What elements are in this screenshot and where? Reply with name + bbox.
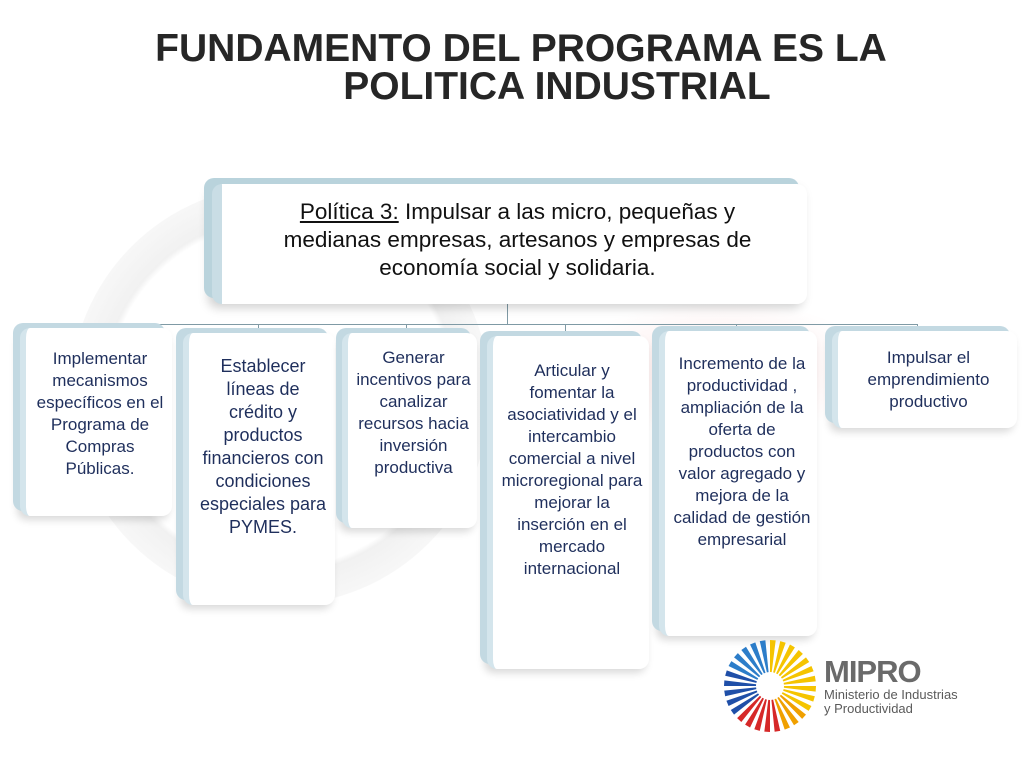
logo-brand: MIPRO [824, 654, 922, 689]
logo-subtitle-1: Ministerio de Industrias [824, 687, 958, 702]
logo-text: MIPRO Ministerio de Industrias y Product… [824, 656, 958, 716]
child-box-lineas-credito: Establecer líneas de crédito y productos… [183, 333, 335, 605]
logo-ray [741, 646, 763, 676]
logo-ray [728, 661, 759, 680]
logo-ray [724, 680, 757, 686]
connector-drop-2 [258, 324, 259, 334]
logo-ray [774, 698, 790, 730]
logo-ray [783, 686, 816, 692]
child-box-text: Articular y fomentar la asociatividad y … [501, 361, 643, 578]
logo-ray [737, 695, 762, 722]
logo-ray [734, 653, 761, 678]
child-box-text: Incremento de la productividad , ampliac… [673, 354, 811, 549]
logo-ray [771, 699, 781, 732]
logo-ray [777, 696, 799, 726]
child-box-compras-publicas: Implementar mecanismos específicos en el… [20, 328, 172, 516]
title-line-1: FUNDAMENTO DEL PROGRAMA ES LA [155, 27, 887, 70]
policy-label: Política 3: [299, 199, 399, 224]
logo-subtitle-2: y Productividad [824, 701, 913, 716]
logo-ray [776, 644, 795, 675]
logo-ray [779, 694, 806, 719]
child-box-text: Impulsar el emprendimiento productivo [867, 348, 990, 411]
policy-box: Política 3: Impulsar a las micro, pequeñ… [212, 184, 807, 304]
logo-ray [725, 670, 757, 683]
logo-ray [781, 692, 812, 711]
connector-drop-3 [406, 324, 407, 334]
mipro-sun-icon [724, 640, 816, 732]
connector-drop-6 [917, 324, 918, 332]
logo-ray [754, 699, 767, 731]
logo-ray [783, 689, 815, 702]
logo-ray [726, 690, 758, 706]
child-box-emprendimiento: Impulsar el emprendimiento productivo [832, 331, 1017, 428]
logo-ray [783, 675, 816, 685]
policy-text: Impulsar a las micro, pequeñas y mediana… [283, 199, 752, 280]
connector-drop-5 [736, 324, 737, 332]
logo-ray [778, 650, 803, 677]
child-box-text: Implementar mecanismos específicos en el… [36, 349, 164, 478]
title-line-2: POLITICA INDUSTRIAL [343, 65, 771, 108]
slide-title: FUNDAMENTO DEL PROGRAMA ES LA POLITICA I… [0, 27, 1024, 108]
child-box-asociatividad: Articular y fomentar la asociatividad y … [487, 336, 649, 669]
mipro-logo: MIPRO Ministerio de Industrias y Product… [720, 636, 1010, 740]
child-box-text: Generar incentivos para canalizar recurs… [356, 348, 471, 477]
logo-ray [782, 666, 814, 682]
logo-ray [745, 697, 764, 728]
connector-trunk [507, 304, 508, 324]
logo-ray [780, 657, 810, 679]
logo-ray [724, 687, 757, 697]
logo-ray [773, 641, 786, 673]
logo-ray [770, 640, 776, 673]
logo-ray [750, 642, 766, 674]
child-box-incentivos: Generar incentivos para canalizar recurs… [342, 333, 477, 528]
connector-bus [95, 324, 917, 325]
logo-ray [764, 699, 770, 732]
connector-drop-4 [565, 324, 566, 336]
logo-ray [730, 693, 760, 715]
child-box-productividad: Incremento de la productividad , ampliac… [659, 331, 817, 636]
child-box-text: Establecer líneas de crédito y productos… [199, 356, 327, 537]
logo-ray [759, 640, 769, 673]
